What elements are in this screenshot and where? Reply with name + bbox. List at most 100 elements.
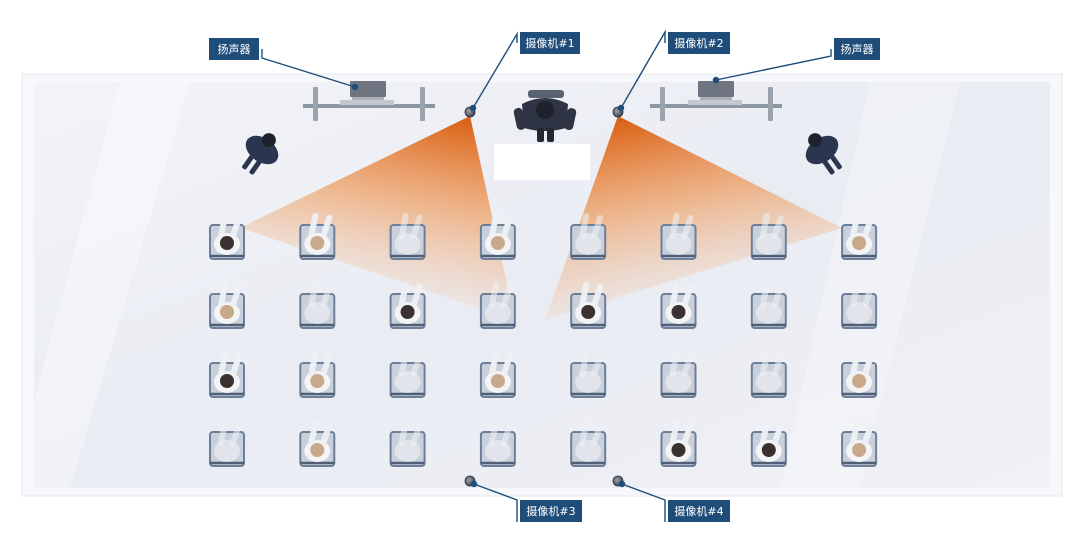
teacher-desk (492, 142, 592, 182)
speaker-right-leader (715, 49, 832, 81)
student-legs (579, 351, 604, 377)
student-head (852, 443, 867, 457)
student-head (852, 236, 867, 250)
speaker-right-tag: 扬声器 (834, 38, 880, 60)
camera1-anchor (469, 104, 477, 112)
student-legs (398, 282, 423, 308)
student-seat (209, 420, 245, 467)
student-legs (759, 420, 784, 446)
standing-person-left (242, 133, 279, 175)
student-legs (398, 420, 423, 446)
camera1-leader (472, 31, 518, 109)
standing-person-right (805, 133, 842, 175)
student-legs (579, 420, 604, 446)
student-body (755, 233, 782, 255)
speaker-right-label: 扬声器 (841, 42, 874, 56)
student-body (484, 440, 511, 462)
student-legs (308, 351, 333, 377)
student-seat (660, 420, 697, 467)
student-legs (398, 213, 423, 239)
student-legs (398, 351, 423, 377)
student-seat (389, 282, 426, 329)
student-body (755, 371, 782, 393)
camera2-tag: 摄像机#2 (668, 32, 730, 54)
student-body (394, 440, 421, 462)
camera4-tag: 摄像机#4 (668, 500, 730, 522)
student-legs (850, 420, 875, 446)
student-legs (308, 282, 333, 308)
student-head (671, 305, 686, 319)
student-seat (299, 420, 336, 467)
speaker-left-label: 扬声器 (218, 42, 251, 56)
student-body (394, 233, 421, 255)
student-seat (750, 420, 787, 467)
speaker-right-anchor (712, 76, 720, 84)
student-legs (669, 213, 694, 239)
student-seat (389, 351, 426, 398)
student-seat (479, 213, 516, 260)
student-seat (750, 213, 787, 260)
student-body (214, 440, 240, 462)
camera3-leader (473, 483, 518, 522)
speaker-left-leader (261, 49, 356, 88)
student-head (310, 443, 325, 457)
student-head (220, 236, 234, 250)
student-seat (299, 282, 336, 329)
student-head (671, 443, 686, 457)
student-legs (669, 282, 694, 308)
student-body (394, 371, 421, 393)
student-legs (218, 420, 242, 446)
speaker-left-anchor (351, 83, 359, 91)
speaker-right (650, 81, 782, 121)
student-legs (579, 282, 604, 308)
student-seat (841, 282, 878, 329)
student-legs (488, 282, 513, 308)
student-legs (488, 351, 513, 377)
student-legs (850, 351, 875, 377)
camera3-anchor (470, 480, 478, 488)
student-body (665, 233, 692, 255)
student-legs (308, 420, 333, 446)
speaker-left-tag: 扬声器 (209, 38, 259, 60)
student-seat (479, 420, 516, 467)
student-seat (570, 282, 607, 329)
teacher-figure (513, 90, 577, 142)
student-seat (389, 213, 426, 260)
student-legs (579, 213, 604, 239)
student-seat (479, 282, 516, 329)
student-seat (841, 213, 878, 260)
student-head (761, 443, 776, 457)
camera1-label: 摄像机#1 (525, 36, 574, 50)
student-seat (570, 420, 607, 467)
student-legs (218, 282, 242, 308)
student-legs (759, 282, 784, 308)
camera4-label: 摄像机#4 (674, 504, 723, 518)
camera2-label: 摄像机#2 (674, 36, 723, 50)
student-legs (218, 213, 242, 239)
student-legs (850, 282, 875, 308)
student-seat (299, 213, 336, 260)
student-head (400, 305, 415, 319)
student-body (484, 302, 511, 324)
student-body (575, 440, 602, 462)
student-body (755, 302, 782, 324)
camera4-leader (621, 483, 666, 522)
student-legs (759, 351, 784, 377)
student-seat (750, 282, 787, 329)
student-seat (750, 351, 787, 398)
student-body (575, 233, 602, 255)
student-head (220, 374, 234, 388)
student-seat (209, 351, 245, 398)
student-seat (209, 282, 245, 329)
student-seat (389, 420, 426, 467)
camera1-field-of-view (240, 116, 515, 320)
student-seat (660, 213, 697, 260)
student-body (304, 302, 331, 324)
camera4-anchor (618, 480, 626, 488)
student-legs (488, 420, 513, 446)
student-legs (488, 213, 513, 239)
student-body (665, 371, 692, 393)
camera3-label: 摄像机#3 (526, 504, 575, 518)
